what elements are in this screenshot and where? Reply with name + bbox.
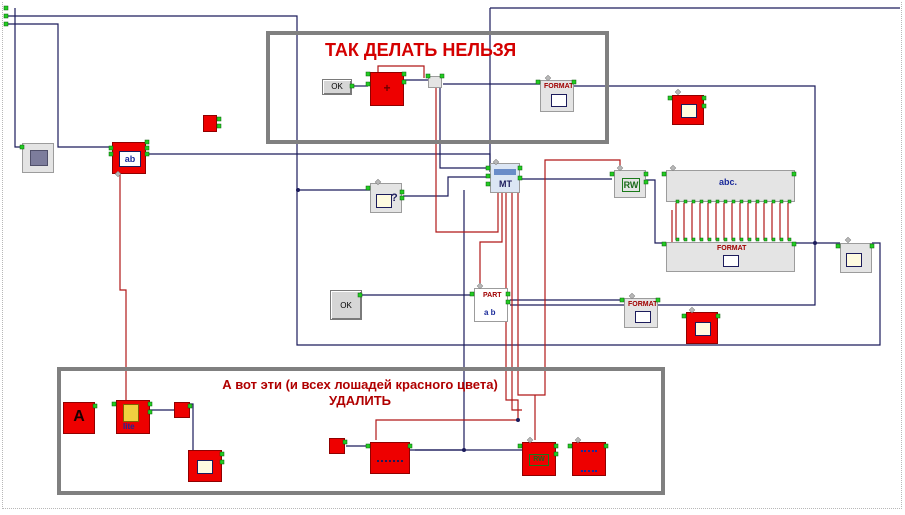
wire-red-mt-to-rw xyxy=(511,192,522,411)
split-icon xyxy=(581,450,597,472)
mt-node[interactable]: MT xyxy=(490,163,520,193)
ok-middle-label: OK xyxy=(340,301,352,310)
table-node-middle[interactable] xyxy=(686,312,718,344)
wire-left-to-ab xyxy=(8,23,116,148)
table-icon xyxy=(846,253,862,267)
wire-red-plus-loop xyxy=(377,65,425,78)
format-node-top[interactable]: FORMAT xyxy=(540,80,574,112)
rw-label: RW xyxy=(622,178,640,192)
document-icon xyxy=(551,94,567,107)
wire-red-to-rw-top xyxy=(517,159,621,396)
wire-plus-to-mt xyxy=(439,88,490,169)
part-label: PART xyxy=(483,292,502,299)
table-node-top[interactable] xyxy=(672,95,704,125)
warning-title: ТАК ДЕЛАТЬ НЕЛЬЗЯ xyxy=(325,40,517,60)
abc-split-node[interactable]: abc. xyxy=(666,170,795,202)
rw-bottom-label: RW xyxy=(529,454,549,466)
table-icon xyxy=(197,460,213,474)
lite-label: lite xyxy=(123,422,135,431)
mt-bar-icon xyxy=(494,169,516,175)
plus-icon: + xyxy=(383,81,391,95)
forbidden-frame xyxy=(266,31,609,144)
format-label-middle: FORMAT xyxy=(628,301,658,308)
part-ab-label: a b xyxy=(484,308,496,317)
delete-note-line1: А вот эти (и всех лошадей красного цвета… xyxy=(222,377,498,392)
rw-node-bottom[interactable]: RW xyxy=(522,442,556,476)
wire-outer-loop xyxy=(8,15,881,346)
wire-red-ab-to-lite xyxy=(119,174,127,400)
junction-node[interactable] xyxy=(428,76,442,88)
delete-note-line2: УДАЛИТЬ xyxy=(329,393,391,408)
format-label-right: FORMAT xyxy=(717,245,747,252)
wire-rw-to-abc xyxy=(645,179,668,244)
table-output-node[interactable] xyxy=(840,243,872,273)
ok-button-top[interactable]: OK xyxy=(322,79,352,95)
small-red-node-2[interactable] xyxy=(174,402,190,418)
table-icon xyxy=(695,322,711,336)
gray-button-node[interactable] xyxy=(22,143,54,173)
plus-node[interactable]: + xyxy=(370,72,404,106)
canvas-border xyxy=(2,2,902,509)
document-icon xyxy=(635,311,651,323)
small-red-node-1[interactable] xyxy=(203,115,217,132)
big-a-icon: A xyxy=(73,408,85,425)
table-query-node[interactable]: ? xyxy=(370,183,402,213)
split-node-bottom[interactable] xyxy=(572,442,606,476)
part-node[interactable]: PART a b xyxy=(474,288,508,322)
lite-node[interactable]: lite xyxy=(116,400,150,434)
text-edit-node[interactable]: ab xyxy=(112,142,146,174)
wire-red-plus-to-mt xyxy=(435,88,499,233)
wire-format-top-loop xyxy=(510,85,816,306)
dots-node[interactable] xyxy=(370,442,410,474)
ok-button-middle[interactable]: OK xyxy=(330,290,362,320)
format-node-middle[interactable]: FORMAT xyxy=(624,298,658,328)
small-red-node-3[interactable] xyxy=(329,438,345,454)
text-edit-icon: ab xyxy=(119,151,141,167)
abc-bus-lines xyxy=(675,203,789,240)
wire-junctions xyxy=(296,188,817,452)
dots-icon xyxy=(377,455,403,462)
format-node-right[interactable]: FORMAT xyxy=(666,242,795,272)
table-icon xyxy=(681,104,697,118)
format-label-top: FORMAT xyxy=(544,83,574,90)
gray-square-icon xyxy=(30,150,48,166)
big-a-node[interactable]: A xyxy=(63,402,95,434)
table-icon xyxy=(376,194,392,208)
mt-label: MT xyxy=(499,179,512,189)
abc-label: abc. xyxy=(719,177,738,187)
document-icon xyxy=(723,255,739,267)
delete-frame xyxy=(57,367,665,495)
wire-table-q-to-mt xyxy=(403,176,490,197)
table-node-bottom[interactable] xyxy=(188,450,222,482)
database-icon xyxy=(123,404,139,422)
wire-red-part-to-mt xyxy=(479,192,503,305)
question-icon: ? xyxy=(391,192,398,204)
